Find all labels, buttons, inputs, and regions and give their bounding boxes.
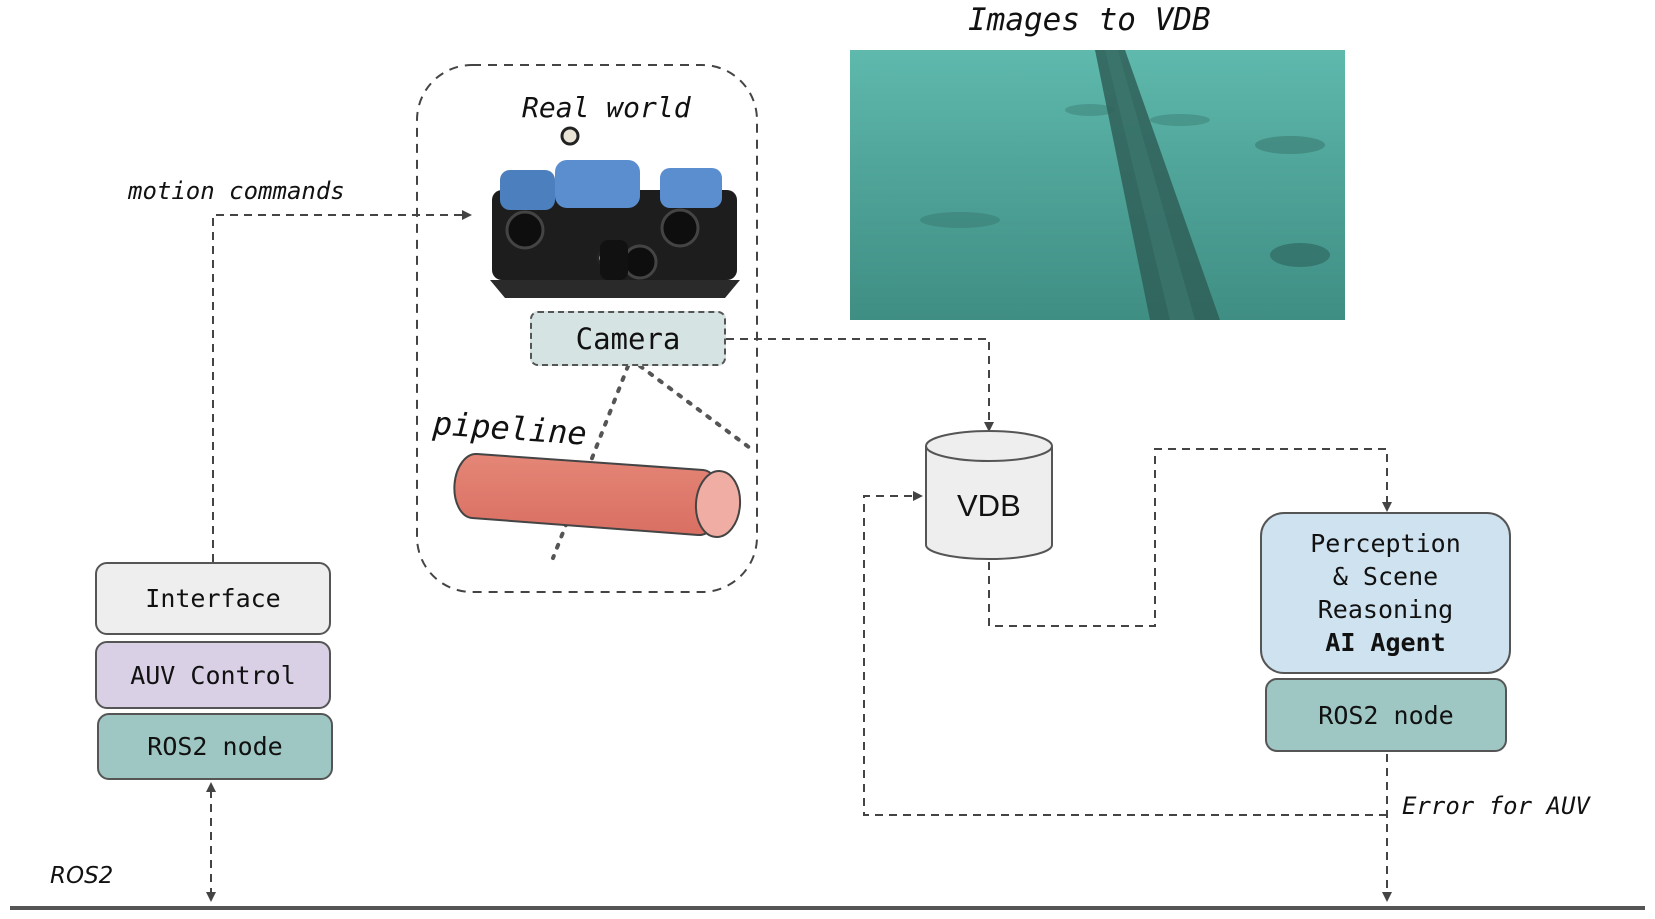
- error-loop-arrow: [863, 491, 1387, 816]
- camera-to-vdb-arrow: [726, 338, 994, 432]
- pipeline-cylinder: [453, 452, 742, 538]
- images-to-vdb-title: Images to VDB: [968, 2, 1211, 38]
- camera-box: Camera: [530, 311, 726, 366]
- perception-agent-box: Perception & Scene Reasoning AI Agent: [1260, 512, 1511, 674]
- underwater-pipeline-photo: [850, 50, 1345, 320]
- perception-line-2: & Scene: [1332, 562, 1439, 591]
- camera-fov-right: [638, 364, 752, 450]
- perception-line-3: Reasoning: [1317, 595, 1454, 624]
- vdb-cylinder: [925, 430, 1053, 560]
- perception-line-4: AI Agent: [1325, 628, 1446, 657]
- ros2-bus-label: ROS2: [50, 863, 114, 889]
- interface-label: Interface: [145, 584, 281, 613]
- auv-control-label: AUV Control: [130, 660, 296, 690]
- ros2-node-right-label: ROS2 node: [1318, 700, 1454, 730]
- error-for-auv-label: Error for AUV: [1402, 792, 1590, 820]
- auv-control-box: AUV Control: [95, 641, 331, 709]
- vdb-to-perception-arrow: [988, 448, 1392, 627]
- perception-line-1: Perception: [1310, 529, 1461, 558]
- interface-box: Interface: [95, 562, 331, 635]
- motion-commands-label: motion commands: [128, 177, 345, 205]
- real-world-label: Real world: [522, 91, 691, 124]
- ros2-node-left-label: ROS2 node: [147, 732, 283, 761]
- ros2-node-left-box: ROS2 node: [97, 713, 333, 780]
- real-world-region: [416, 64, 758, 593]
- motion-commands-arrow: [212, 210, 472, 562]
- ros2-node-right-box: ROS2 node: [1265, 678, 1507, 752]
- camera-label: Camera: [575, 321, 681, 356]
- auv-robot-image: [490, 126, 740, 298]
- vdb-label: VDB: [957, 488, 1021, 523]
